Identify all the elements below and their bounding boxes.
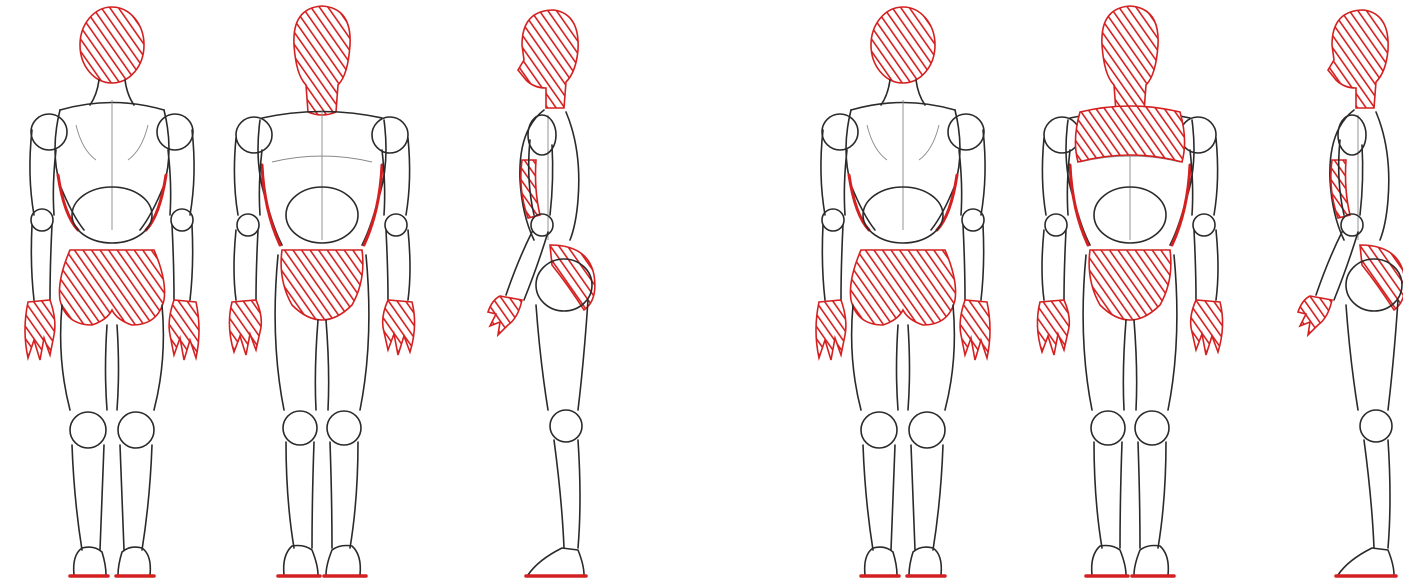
left-panel [25,6,595,576]
figure-front-view-2 [1037,6,1222,576]
chest-highlight [1075,106,1184,162]
figure-back-view-2 [816,7,990,576]
right-panel [816,6,1403,576]
figure-back-view-1 [25,7,199,576]
figure-front-view-1 [229,6,414,576]
figure-side-view-2 [1298,10,1403,576]
figure-side-view-1 [488,10,595,576]
